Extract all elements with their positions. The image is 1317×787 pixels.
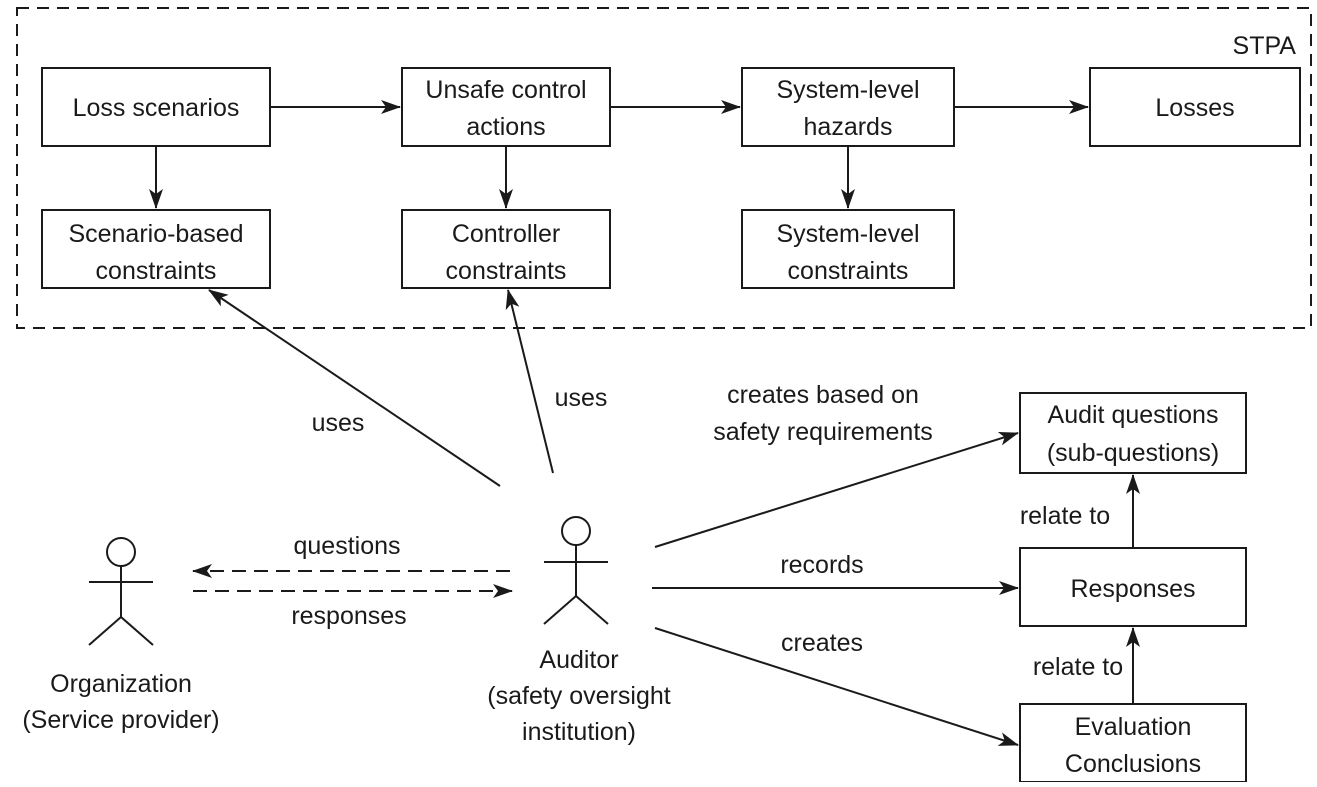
edge-label-uses-right: uses — [555, 384, 608, 412]
evaluation-conclusions-label-1: Evaluation — [1075, 713, 1192, 741]
system-level-constraints-box: System-level constraints — [741, 209, 955, 289]
stpa-frame-title: STPA — [1233, 32, 1297, 60]
loss-scenarios-box: Loss scenarios — [41, 67, 271, 147]
edge-label-relate-to-lower: relate to — [1033, 653, 1123, 681]
system-level-hazards-box: System-level hazards — [741, 67, 955, 147]
system-level-hazards-label-2: hazards — [804, 113, 893, 141]
losses-label: Losses — [1155, 94, 1234, 122]
system-level-hazards-label-1: System-level — [776, 76, 919, 104]
edge-label-creates-based-on-1: creates based on — [727, 381, 919, 409]
auditor-label-3: institution) — [522, 718, 636, 746]
audit-questions-box: Audit questions (sub-questions) — [1019, 392, 1247, 474]
responses-box-label: Responses — [1070, 575, 1195, 603]
losses-box: Losses — [1089, 67, 1301, 147]
auditor-label-1: Auditor — [539, 646, 618, 674]
edge-label-responses: responses — [291, 602, 406, 630]
edge-label-relate-to-upper: relate to — [1020, 502, 1110, 530]
responses-box: Responses — [1019, 547, 1247, 627]
auditor-label-2: (safety oversight — [487, 682, 670, 710]
arrow-auditor-to-controller-constraints — [505, 289, 554, 474]
controller-constraints-label-1: Controller — [452, 220, 560, 248]
system-level-constraints-label-2: constraints — [788, 257, 909, 285]
scenario-based-constraints-label-2: constraints — [96, 257, 217, 285]
evaluation-conclusions-box: Evaluation Conclusions — [1019, 703, 1247, 783]
controller-constraints-label-2: constraints — [446, 257, 567, 285]
edge-label-creates: creates — [781, 629, 863, 657]
edge-label-questions: questions — [293, 532, 400, 560]
organization-label-1: Organization — [50, 670, 192, 698]
arrow-auditor-to-evaluation — [654, 627, 1019, 746]
edge-label-creates-based-on-2: safety requirements — [713, 418, 933, 446]
evaluation-conclusions-label-2: Conclusions — [1065, 750, 1201, 778]
stpa-frame — [16, 7, 1312, 329]
arrow-auditor-to-audit-questions — [654, 432, 1019, 548]
arrow-auditor-to-scenario-constraints — [208, 289, 501, 487]
organization-label-2: (Service provider) — [22, 706, 219, 734]
organization-actor-icon — [88, 537, 154, 646]
loss-scenarios-label: Loss scenarios — [73, 94, 240, 122]
edge-label-records: records — [780, 551, 863, 579]
system-level-constraints-label-1: System-level — [776, 220, 919, 248]
unsafe-control-actions-box: Unsafe control actions — [401, 67, 611, 147]
scenario-based-constraints-label-1: Scenario-based — [68, 220, 243, 248]
audit-questions-label-2: (sub-questions) — [1047, 439, 1219, 467]
controller-constraints-box: Controller constraints — [401, 209, 611, 289]
unsafe-control-actions-label-2: actions — [466, 113, 545, 141]
unsafe-control-actions-label-1: Unsafe control — [425, 76, 586, 104]
scenario-based-constraints-box: Scenario-based constraints — [41, 209, 271, 289]
edge-label-uses-left: uses — [312, 409, 365, 437]
audit-questions-label-1: Audit questions — [1048, 401, 1219, 429]
auditor-actor-icon — [543, 516, 609, 625]
